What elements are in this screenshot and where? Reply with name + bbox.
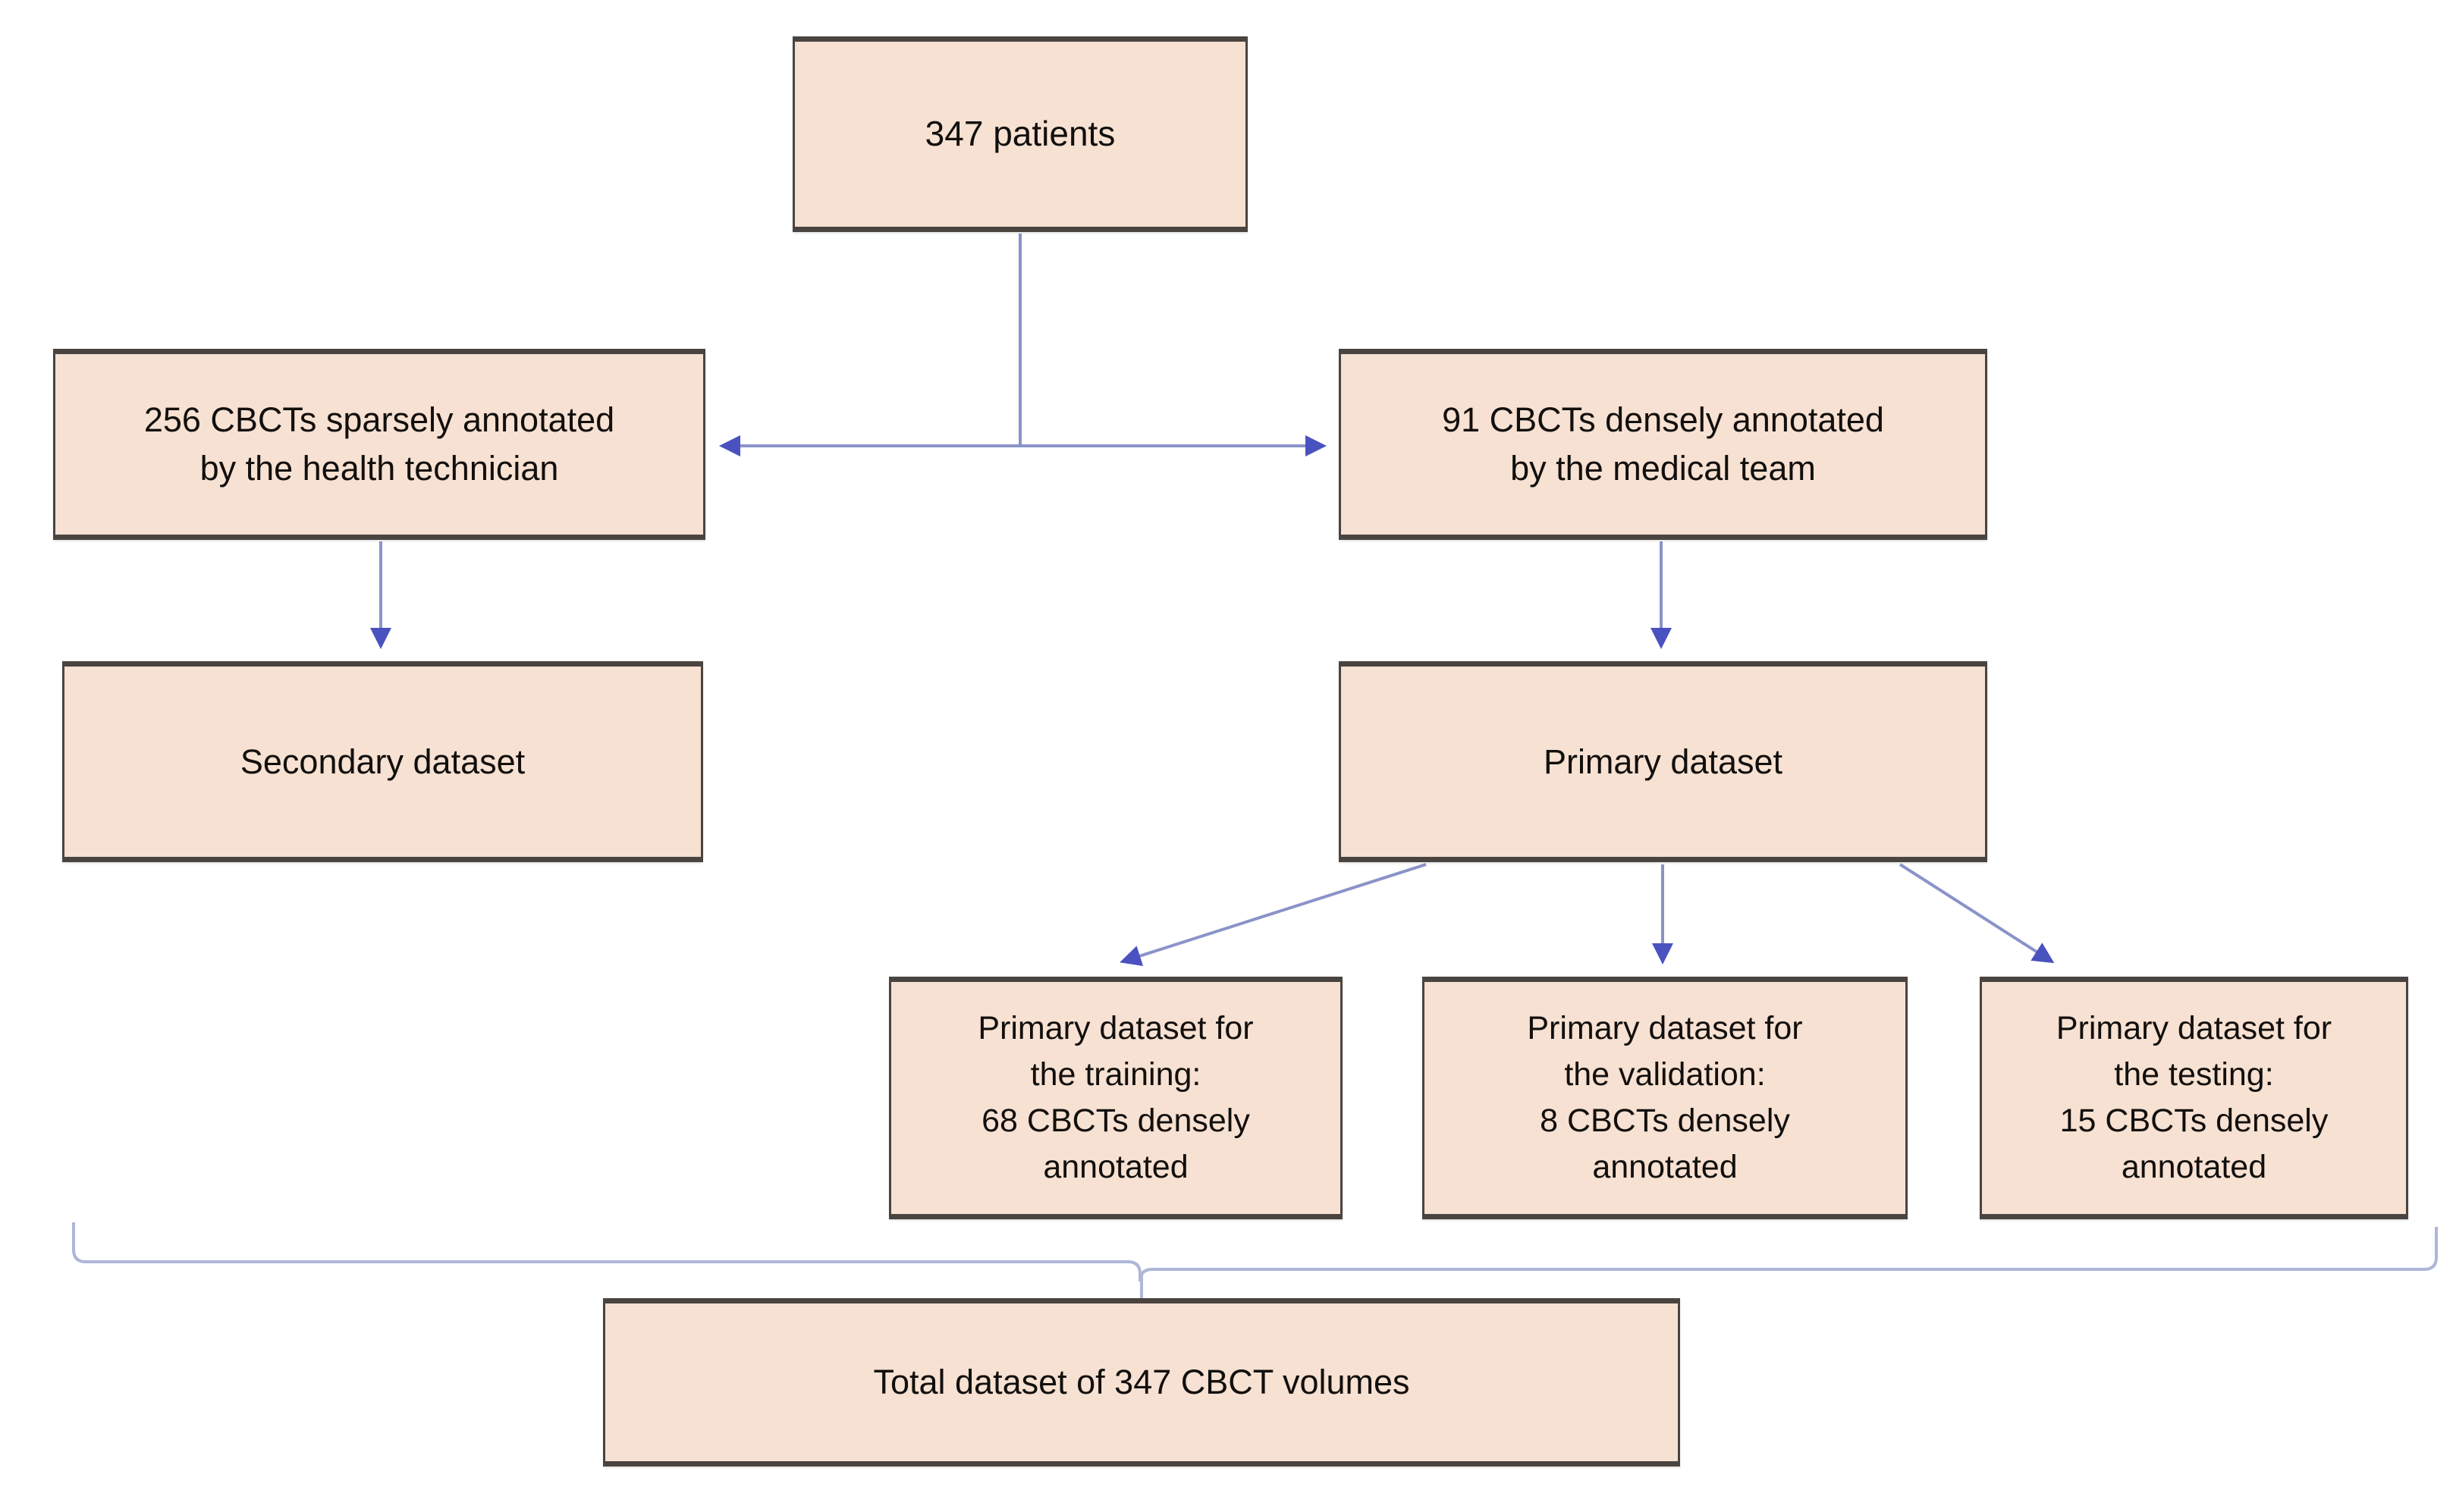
node-dense-annotated[interactable]: 91 CBCTs densely annotated by the medica… — [1339, 349, 1987, 540]
node-secondary-dataset[interactable]: Secondary dataset — [62, 661, 703, 862]
node-label: 347 patients — [925, 114, 1116, 154]
node-label: Primary dataset — [1543, 742, 1783, 781]
node-label: Secondary dataset — [240, 742, 526, 781]
node-sparse-annotated[interactable]: 256 CBCTs sparsely annotated by the heal… — [53, 349, 705, 540]
node-primary-validation[interactable]: Primary dataset for the validation: 8 CB… — [1422, 977, 1908, 1219]
node-label: 91 CBCTs densely annotated by the medica… — [1442, 400, 1884, 488]
node-primary-training[interactable]: Primary dataset for the training: 68 CBC… — [889, 977, 1343, 1219]
node-total-dataset[interactable]: Total dataset of 347 CBCT volumes — [603, 1298, 1680, 1467]
edge-primary-to-test — [1899, 863, 2055, 964]
node-label: Primary dataset for the training: 68 CBC… — [978, 1009, 1254, 1186]
edge-bracket-to-total — [72, 1222, 2438, 1282]
node-label: Primary dataset for the validation: 8 CB… — [1527, 1009, 1803, 1186]
node-primary-dataset[interactable]: Primary dataset — [1339, 661, 1987, 862]
node-label: 256 CBCTs sparsely annotated by the heal… — [143, 400, 615, 488]
edge-primary-to-train — [1120, 863, 1427, 967]
node-347-patients[interactable]: 347 patients — [793, 36, 1248, 232]
node-primary-testing[interactable]: Primary dataset for the testing: 15 CBCT… — [1980, 977, 2408, 1219]
node-label: Total dataset of 347 CBCT volumes — [873, 1363, 1410, 1402]
node-label: Primary dataset for the testing: 15 CBCT… — [2056, 1009, 2332, 1186]
